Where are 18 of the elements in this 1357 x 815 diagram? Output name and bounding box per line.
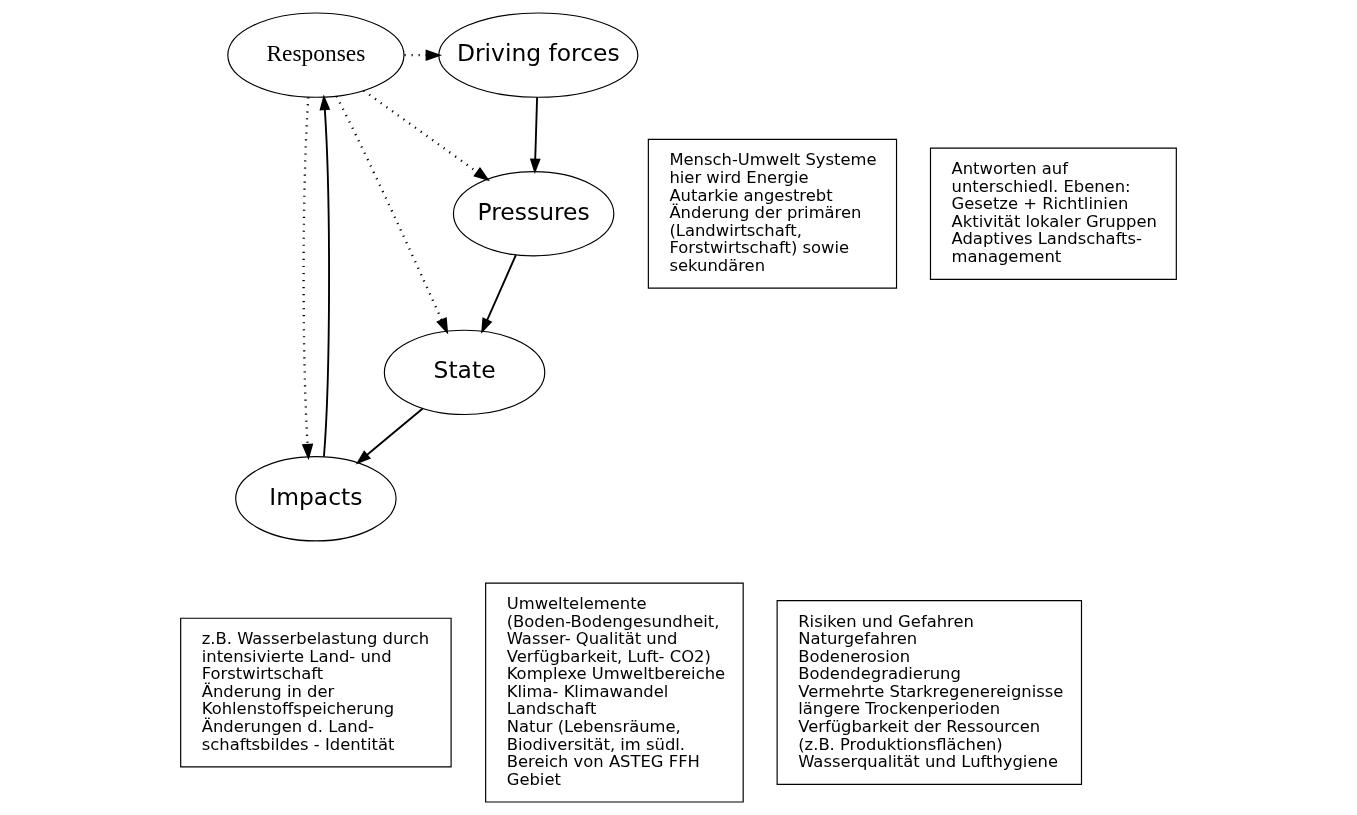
node-ellipse: State [383,329,546,416]
node-box: Umweltelemente (Boden-Bodengesundheit, Wasser- Qualität und Verfügbarkeit, Luft- CO2) Komplexe Umweltbereiche Klima- Klimawandel Landschaft Natur (Lebensräume, Biodiversität, im südl. Bereich von ASTEG FFH Gebiet [485,582,744,803]
node-ellipse: Driving forces [438,12,639,98]
arrow [355,407,424,465]
arrow [481,254,517,334]
arrow [335,95,449,335]
node-ellipse: Responses [227,12,405,98]
node-box: Risiken und Gefahren Naturgefahren Bodenerosion Bodendegradierung Vermehrte Starkregenereignisse längere Trockenperioden Verfügbarkeit der Ressourcen (z.B. Produktionsflächen) Wasserqualität und Lufthygiene [776,600,1083,786]
arrow [363,89,490,182]
node-box: z.B. Wasserbelastung durch intensivierte Land- und Forstwirtschaft Änderung in der Kohlenstoffspeicherung Änderungen d. Land- schaftsbildes - Identität [180,617,452,768]
arrow [319,94,331,458]
arrow [529,96,541,175]
node-box: Mensch-Umwelt Systeme hier wird Energie Autarkie angestrebt Änderung der primären (Landwirtschaft, Forstwirtschaft) sowie sekundären [647,138,898,289]
node-ellipse: Impacts [235,456,397,542]
node-box: Antworten auf unterschiedl. Ebenen: Gesetze + Richtlinien Aktivität lokaler Gruppen Adaptives Landschafts- management [929,147,1177,280]
node-ellipse: Pressures [452,171,615,257]
arrow [404,49,443,61]
arrow [301,97,314,461]
